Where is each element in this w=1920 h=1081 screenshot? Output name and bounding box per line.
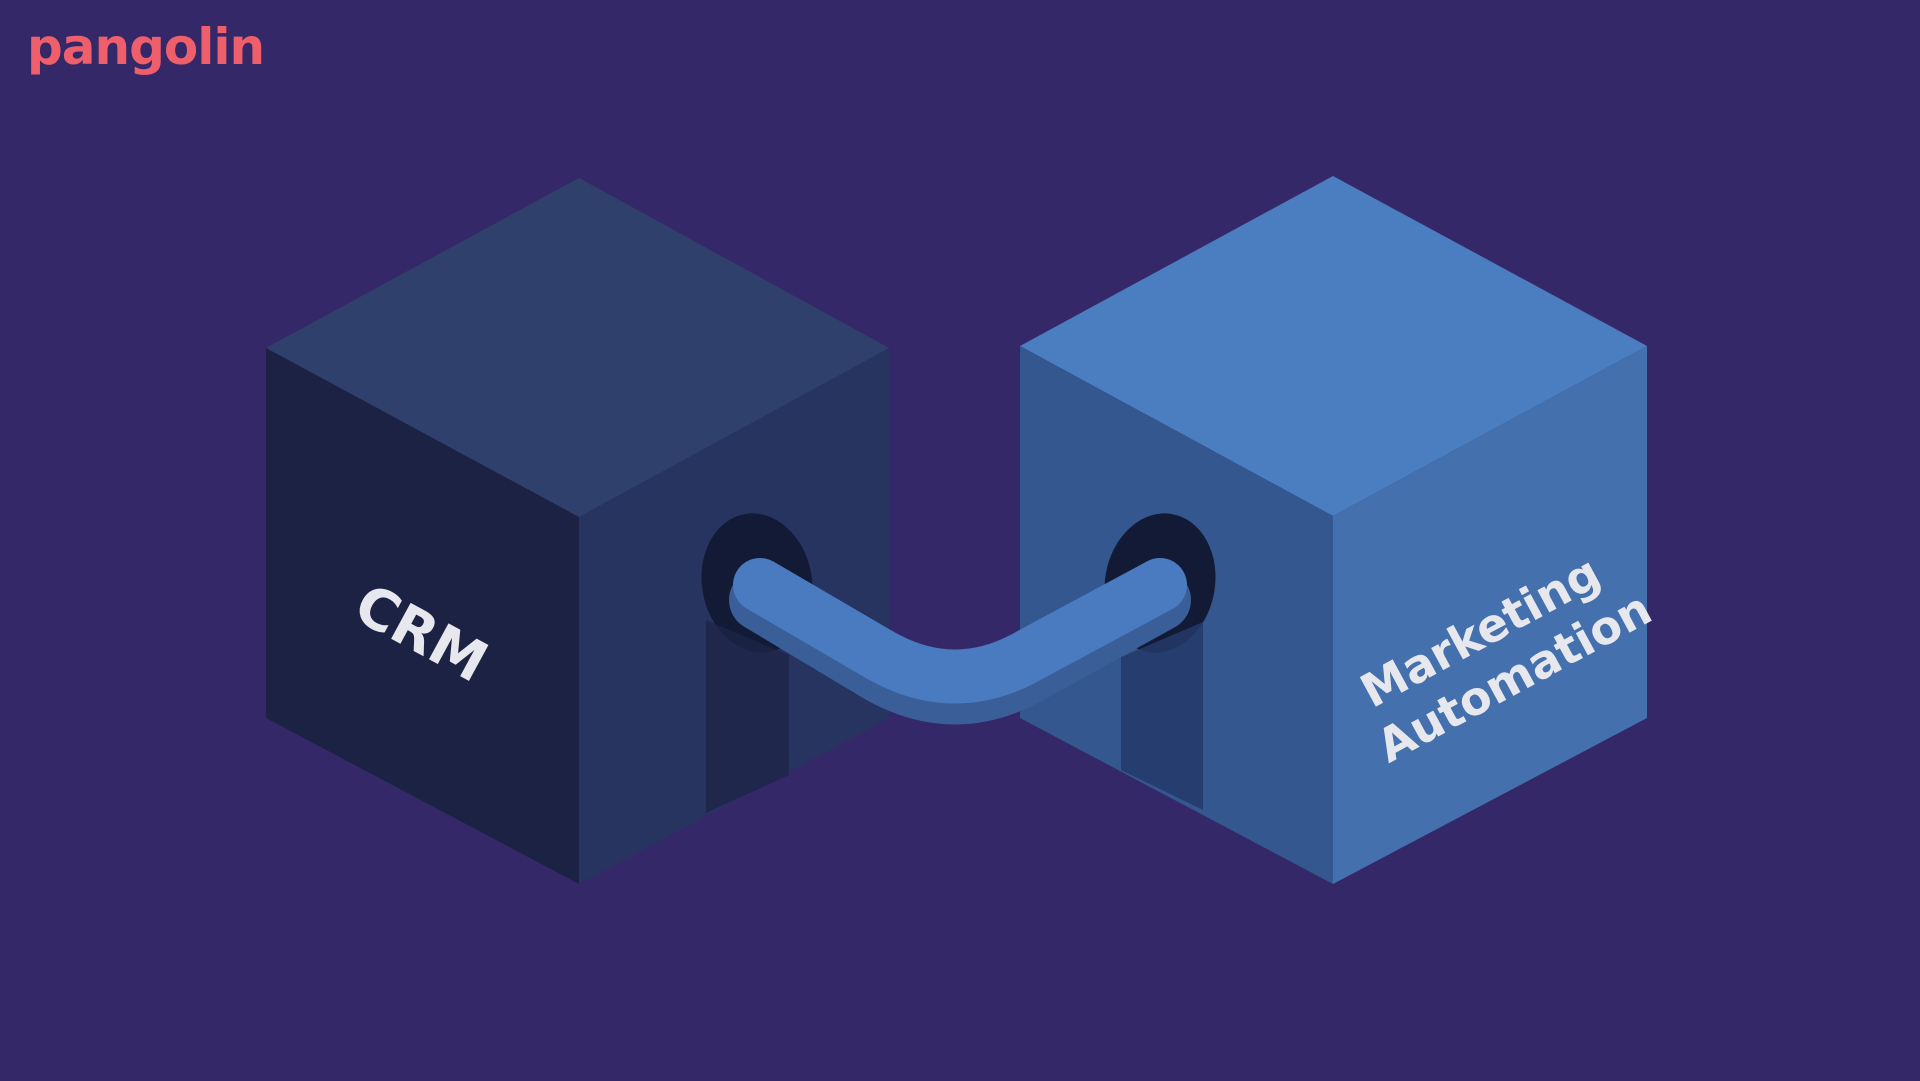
marketing-automation-cube: Marketing Automation xyxy=(1020,176,1660,884)
crm-cube: CRM xyxy=(266,178,889,884)
